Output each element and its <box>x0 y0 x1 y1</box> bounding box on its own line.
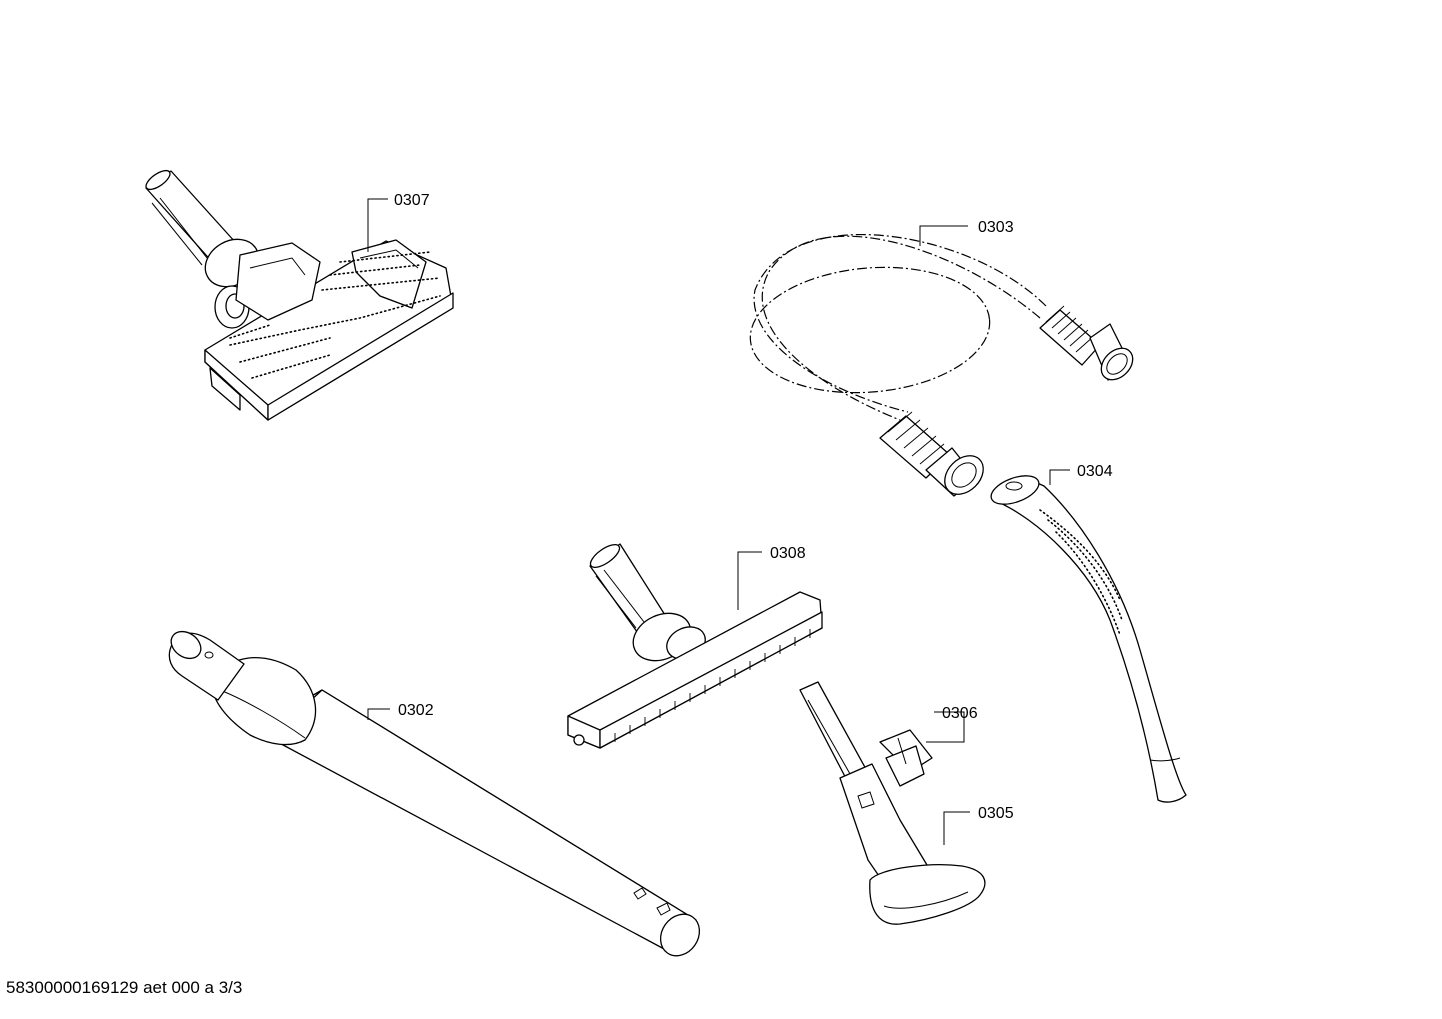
label-0306: 0306 <box>942 705 978 722</box>
part-labels: 0307 0303 0304 0308 0302 0306 0305 <box>394 192 1113 822</box>
part-0307-floor-brush <box>145 169 454 421</box>
label-0308: 0308 <box>770 545 806 562</box>
label-0302: 0302 <box>398 702 434 719</box>
label-0303: 0303 <box>978 219 1014 236</box>
part-0305-nozzle <box>799 681 986 925</box>
part-0306-clip <box>879 729 933 787</box>
label-0307: 0307 <box>394 192 430 209</box>
part-0302-telescopic-tube <box>168 630 701 957</box>
document-footer-id: 58300000169129 aet 000 a 3/3 <box>6 978 243 997</box>
label-0304: 0304 <box>1077 463 1113 480</box>
part-0304-handle <box>990 475 1187 803</box>
part-0308-parquet-brush <box>567 543 823 749</box>
leader-lines <box>367 198 1070 845</box>
part-0303-hose <box>749 234 1134 497</box>
label-0305: 0305 <box>978 805 1014 822</box>
